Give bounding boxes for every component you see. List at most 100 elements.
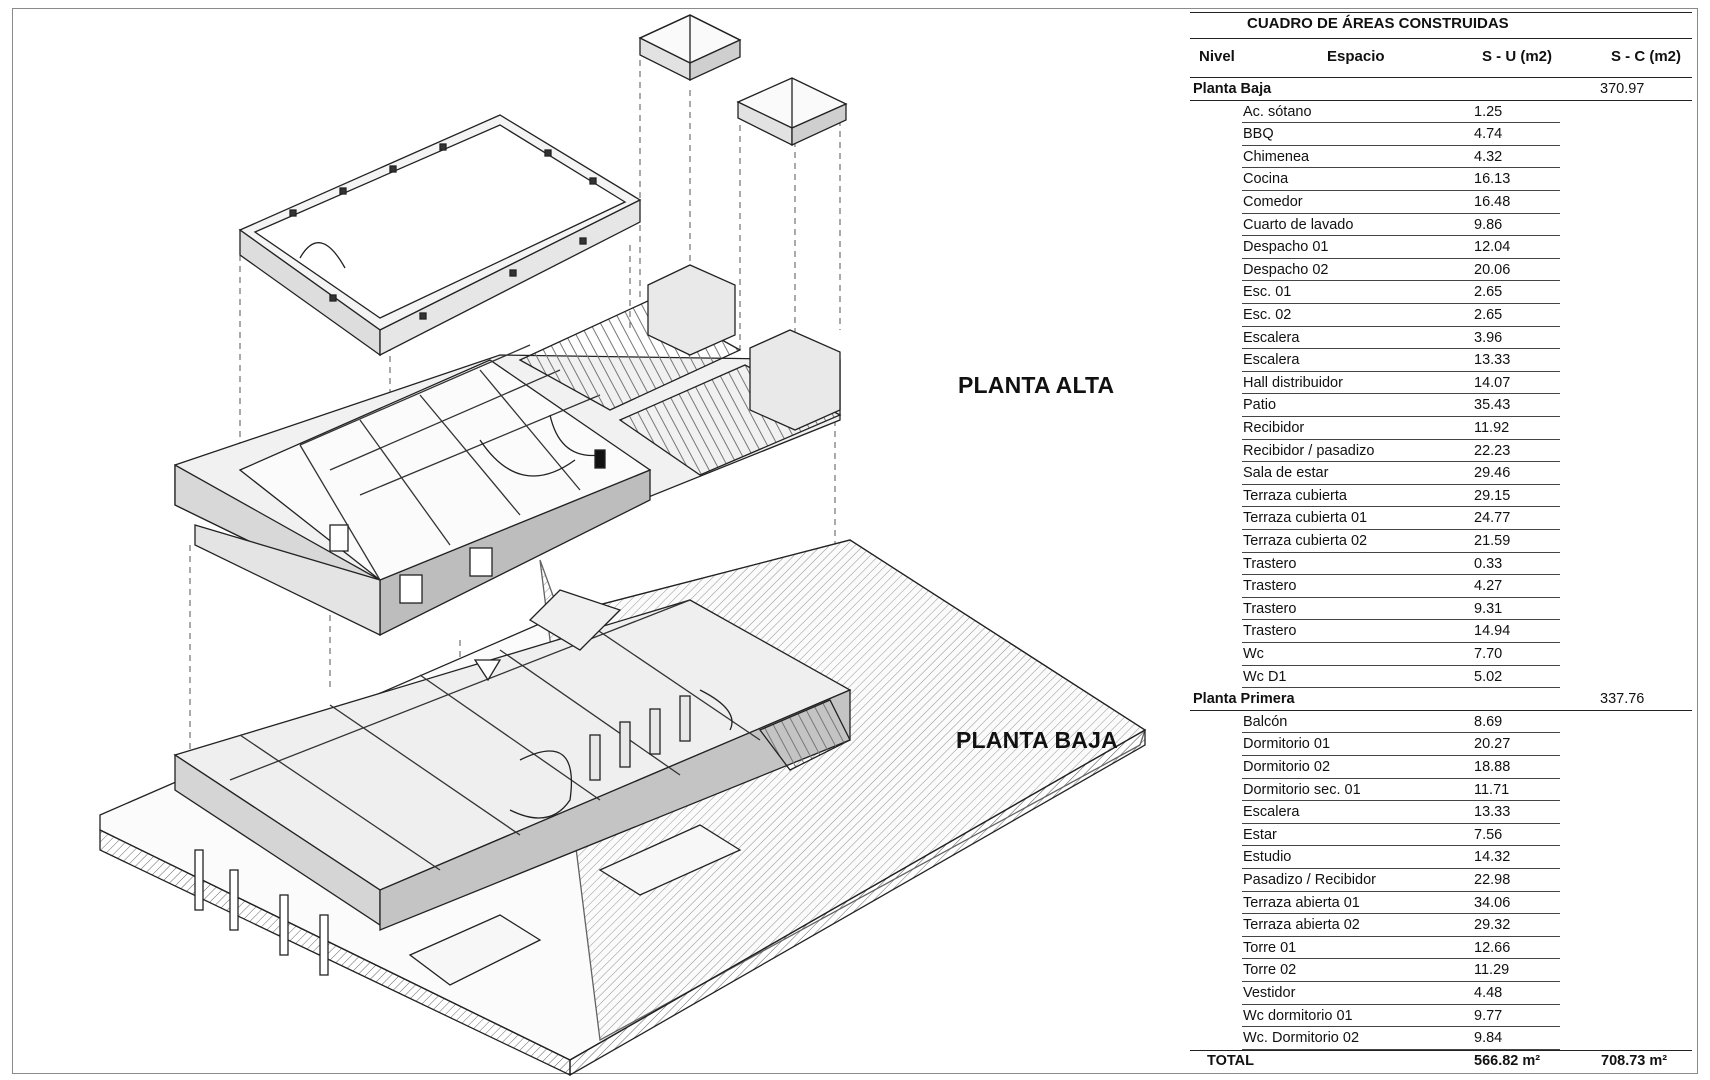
- row-rule: [1242, 551, 1560, 553]
- row-rule: [1242, 777, 1560, 779]
- row-rule: [1242, 438, 1560, 440]
- isometric-exploded-drawing: [99, 14, 1147, 1077]
- su-value: 20.27: [1474, 736, 1511, 753]
- header-rule: [1190, 77, 1692, 78]
- space-name: Terraza abierta 01: [1243, 894, 1360, 911]
- row-rule: [1242, 528, 1560, 530]
- su-value: 29.46: [1474, 465, 1511, 482]
- su-value: 29.32: [1474, 917, 1511, 934]
- su-value: 16.13: [1474, 171, 1511, 188]
- row-rule: [1242, 935, 1560, 937]
- table-row: Patio 35.43: [1190, 394, 1692, 417]
- su-value: 14.32: [1474, 849, 1511, 866]
- su-value: 7.70: [1474, 646, 1503, 662]
- space-name: Cocina: [1243, 171, 1289, 188]
- su-value: 5.02: [1474, 668, 1503, 685]
- space-name: Trastero: [1243, 623, 1297, 640]
- total-label: TOTAL: [1207, 1052, 1254, 1069]
- su-value: 4.32: [1474, 148, 1503, 165]
- su-value: 34.06: [1474, 894, 1511, 911]
- space-name: Sala de estar: [1243, 465, 1329, 482]
- su-value: 24.77: [1474, 510, 1511, 527]
- space-name: Dormitorio sec. 01: [1243, 781, 1361, 798]
- su-value: 20.06: [1474, 261, 1511, 278]
- level-name: Planta Primera: [1193, 691, 1295, 708]
- space-name: Escalera: [1243, 352, 1300, 369]
- space-name: Recibidor: [1243, 420, 1305, 436]
- level-row: Planta Primera 337.76: [1190, 688, 1692, 711]
- row-rule: [1242, 664, 1560, 666]
- space-name: Pasadizo / Recibidor: [1243, 872, 1376, 888]
- header-space: Espacio: [1327, 48, 1385, 65]
- row-rule: [1242, 189, 1560, 191]
- su-value: 14.94: [1474, 623, 1511, 640]
- row-rule: [1242, 348, 1560, 350]
- su-value: 11.71: [1474, 781, 1510, 798]
- space-name: Torre 01: [1243, 939, 1297, 956]
- header-sc: S - C (m2): [1611, 48, 1682, 65]
- space-name: BBQ: [1243, 126, 1274, 143]
- space-name: Torre 02: [1243, 962, 1297, 979]
- space-name: Dormitorio 02: [1243, 759, 1331, 775]
- row-rule: [1242, 325, 1560, 327]
- row-rule: [1242, 800, 1560, 802]
- row-rule: [1242, 574, 1560, 576]
- space-name: Trastero: [1243, 600, 1297, 617]
- row-rule: [1242, 867, 1560, 869]
- space-name: Balcón: [1243, 713, 1288, 730]
- space-name: Esc. 01: [1243, 284, 1292, 301]
- header-su: S - U (m2): [1482, 48, 1553, 65]
- su-value: 4.27: [1474, 578, 1503, 595]
- space-name: Ac. sótano: [1243, 103, 1312, 120]
- space-name: Hall distribuidor: [1243, 374, 1343, 391]
- space-name: Trastero: [1243, 555, 1297, 572]
- su-value: 7.56: [1474, 826, 1503, 843]
- row-rule: [1242, 212, 1560, 214]
- space-name: Patio: [1243, 397, 1277, 414]
- row-rule: [1242, 302, 1560, 304]
- space-name: Wc: [1243, 646, 1264, 662]
- level-sc-value: 337.76: [1600, 691, 1645, 708]
- ground-floor-label: PLANTA BAJA: [956, 727, 1118, 753]
- table-row: Trastero 9.31: [1190, 598, 1692, 621]
- su-value: 4.48: [1474, 985, 1503, 1001]
- row-rule: [1242, 1026, 1560, 1028]
- space-name: Wc. Dormitorio 02: [1243, 1030, 1360, 1047]
- table-row: Dormitorio sec. 01 11.71: [1190, 779, 1692, 802]
- su-value: 3.96: [1474, 329, 1503, 346]
- space-name: Terraza cubierta 02: [1243, 533, 1368, 549]
- su-value: 1.25: [1474, 103, 1503, 120]
- row-rule: [1242, 144, 1560, 146]
- su-value: 2.65: [1474, 307, 1503, 323]
- row-rule: [1242, 687, 1560, 689]
- row-rule: [1242, 890, 1560, 892]
- row-rule: [1242, 280, 1560, 282]
- su-value: 9.31: [1474, 600, 1503, 617]
- space-name: Dormitorio 01: [1243, 736, 1331, 753]
- su-value: 13.33: [1474, 352, 1511, 369]
- space-name: Escalera: [1243, 804, 1300, 821]
- row-rule: [1242, 167, 1560, 169]
- row-rule: [1242, 393, 1560, 395]
- row-rule: [1242, 619, 1560, 621]
- level-sc-value: 370.97: [1600, 81, 1645, 97]
- row-rule: [1242, 958, 1560, 960]
- table-title-rule: [1190, 38, 1692, 39]
- su-value: 9.86: [1474, 216, 1503, 233]
- table-top-rule: [1190, 12, 1692, 13]
- su-value: 35.43: [1474, 397, 1511, 414]
